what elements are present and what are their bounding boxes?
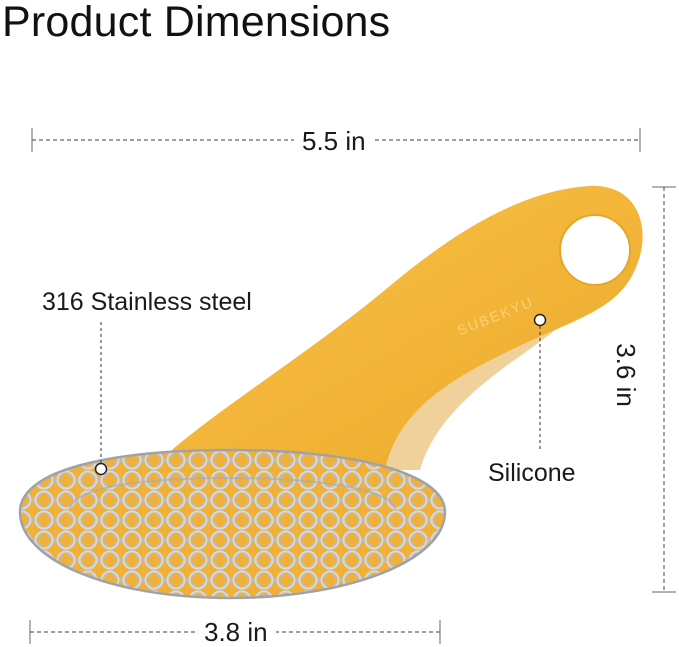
stainless-steel-callout: 316 Stainless steel	[42, 288, 252, 316]
chainmail-ring	[18, 448, 447, 600]
height-dimension-line	[652, 186, 676, 593]
steel-callout-leader	[94, 322, 108, 476]
height-label: 3.6 in	[611, 333, 641, 417]
base-label: 3.8 in	[196, 617, 276, 647]
page-title: Product Dimensions	[2, 0, 391, 46]
width-label: 5.5 in	[294, 126, 374, 156]
hang-hole	[560, 215, 630, 285]
silicone-callout: Silicone	[488, 459, 576, 487]
silicone-callout-leader	[533, 313, 547, 452]
silicone-handle: SUBEKYU	[150, 185, 643, 470]
